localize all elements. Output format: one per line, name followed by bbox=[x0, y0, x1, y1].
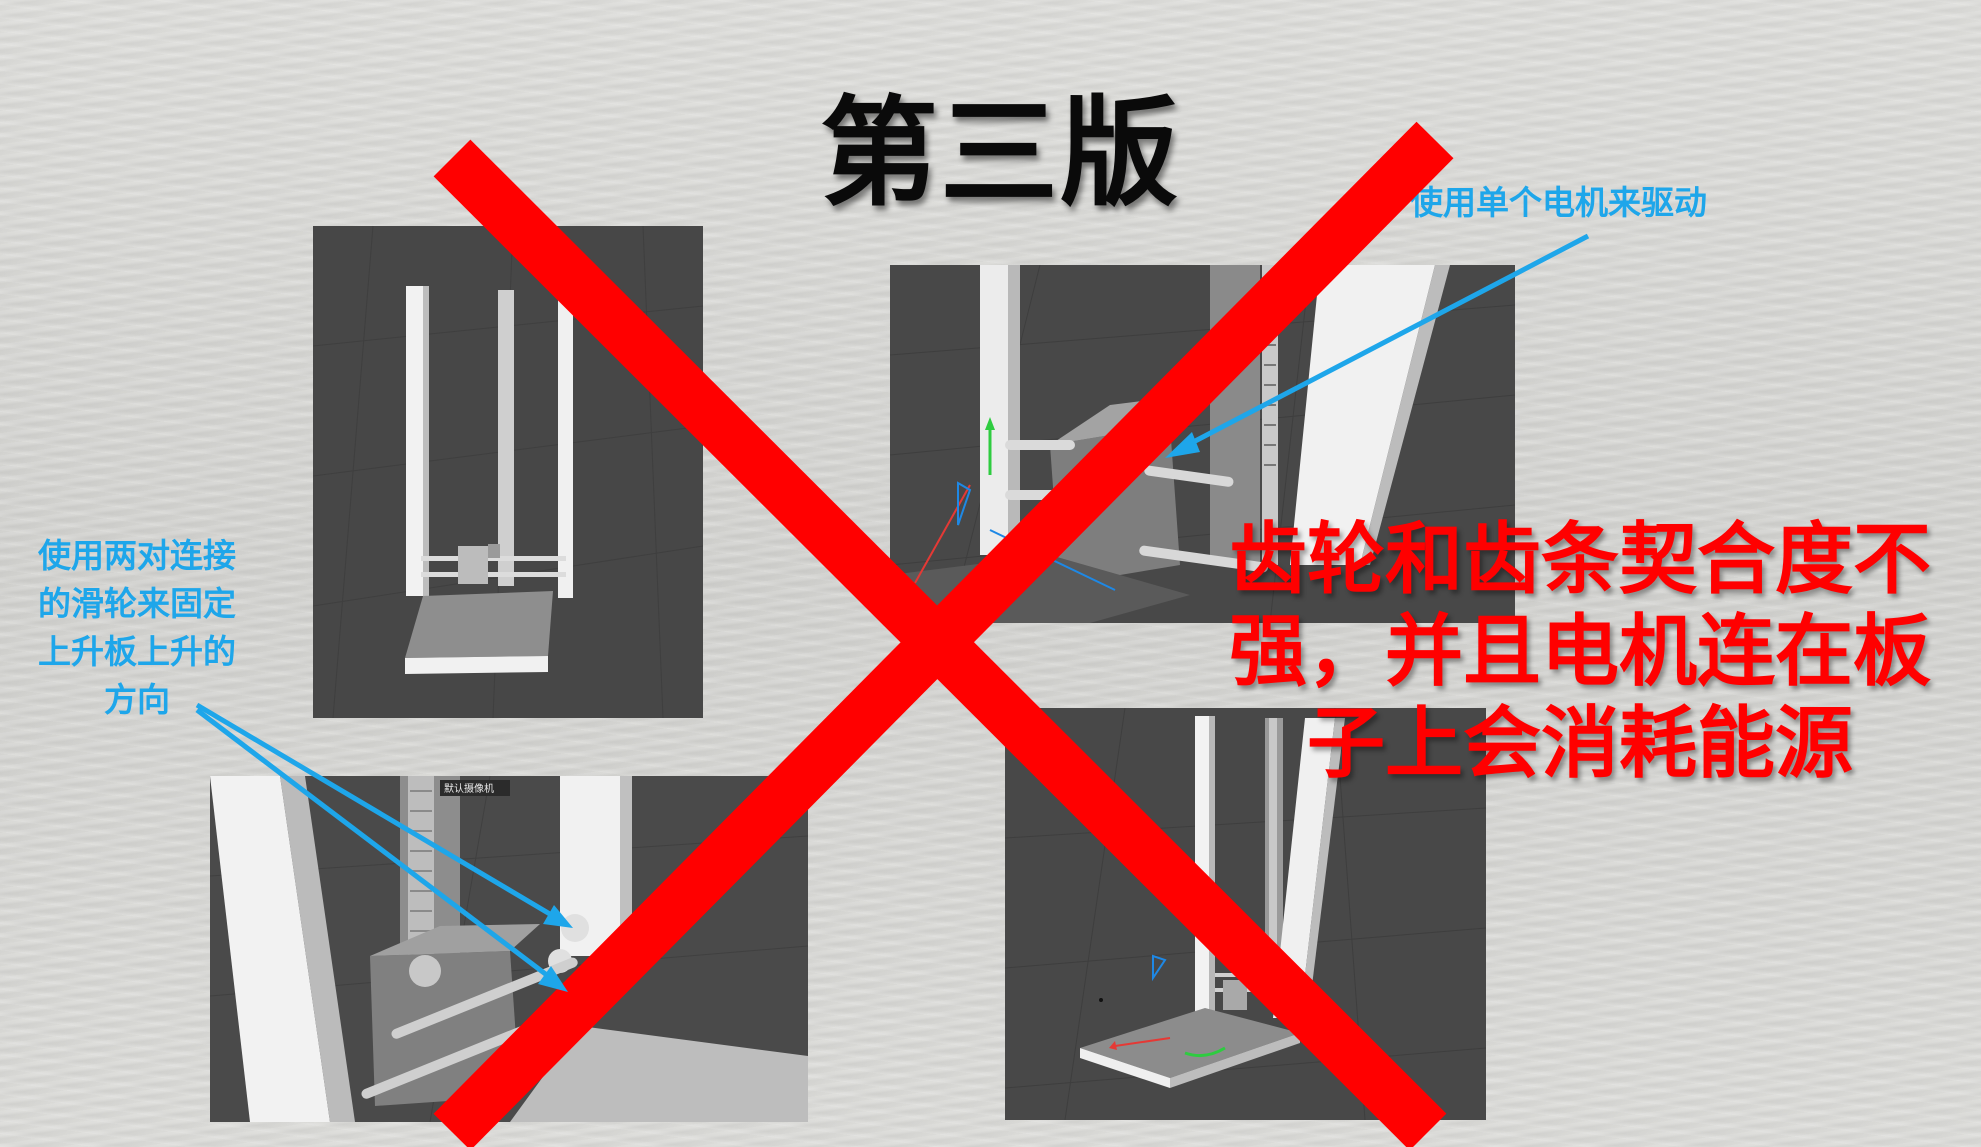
gear-rack-issue-line-1: 齿轮和齿条契合度不 bbox=[1228, 515, 1931, 605]
pulley-annotation-line-1: 使用两对连接 bbox=[38, 536, 236, 575]
gear-rack-issue-annotation: 齿轮和齿条契合度不 强，并且电机连在板 子上会消耗能源 bbox=[1180, 514, 1980, 790]
pulley-annotation-line-2: 的滑轮来固定 bbox=[38, 584, 236, 623]
pulley-annotation-line-3: 上升板上升的 bbox=[38, 632, 236, 671]
gear-rack-issue-line-2: 强，并且电机连在板 bbox=[1228, 607, 1931, 697]
slide-title: 第三版 bbox=[820, 84, 1181, 222]
pulley-annotation: 使用两对连接 的滑轮来固定 上升板上升的 方向 bbox=[12, 532, 262, 724]
single-motor-annotation: 使用单个电机来驱动 bbox=[1410, 183, 1707, 222]
pulley-annotation-line-4: 方向 bbox=[104, 680, 170, 719]
viewport-camera-label: 默认摄像机 bbox=[444, 782, 494, 795]
render-pulley-closeup: 默认摄像机 bbox=[210, 776, 808, 1122]
render-front-view bbox=[313, 226, 703, 718]
gear-rack-issue-line-3: 子上会消耗能源 bbox=[1306, 699, 1853, 789]
